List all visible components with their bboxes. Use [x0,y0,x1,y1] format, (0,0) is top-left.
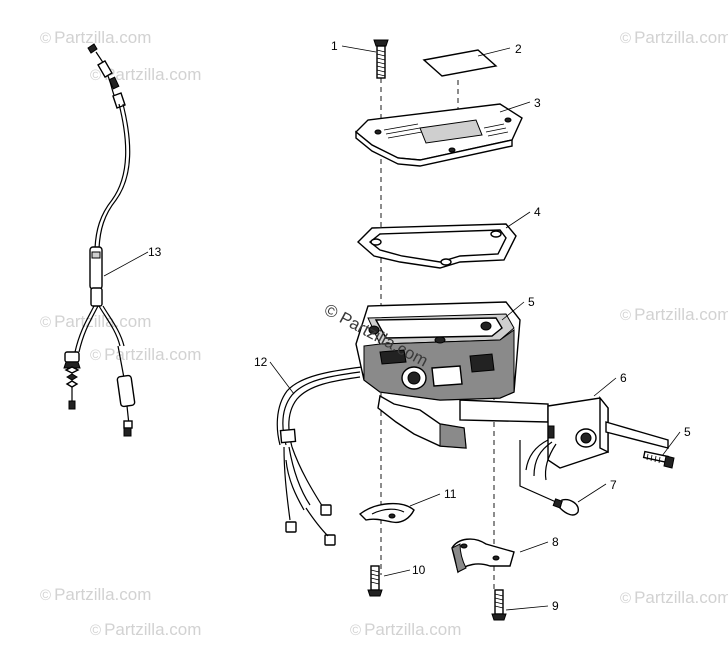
callout-2: 2 [515,42,522,56]
part-8-clamp[interactable] [451,538,515,574]
callout-4: 4 [534,205,541,219]
part-2-decal[interactable] [422,49,498,77]
watermark-top-left: ©Partzilla.com [40,28,151,48]
watermark-bottom-left: ©Partzilla.com [40,585,151,605]
part-1-screw[interactable] [373,39,389,79]
watermark-text: Partzilla.com [104,620,202,639]
callout-8: 8 [552,535,559,549]
watermark-mid-right: ©Partzilla.com [620,305,728,325]
watermark-bottom-right: ©Partzilla.com [620,588,728,608]
callout-6: 6 [620,371,627,385]
part-11-clip[interactable] [358,503,415,524]
watermark-text: Partzilla.com [634,28,728,47]
watermark-top-right: ©Partzilla.com [620,28,728,48]
callout-12: 12 [254,355,268,369]
copyright-symbol: © [90,347,102,364]
watermark-upper-left: ©Partzilla.com [90,65,201,85]
callout-1: 1 [331,39,338,53]
copyright-symbol: © [90,67,102,84]
callout-7: 7 [610,478,617,492]
watermark-mid-left: ©Partzilla.com [40,312,151,332]
watermark-text: Partzilla.com [364,620,462,639]
watermark-text: Partzilla.com [104,65,202,84]
copyright-symbol: © [620,30,632,47]
callout-labels: 1 2 3 4 5 5 6 7 8 9 10 11 12 13 [148,39,691,613]
copyright-symbol: © [620,307,632,324]
watermark-text: Partzilla.com [104,345,202,364]
part-13-throttle-cable[interactable] [63,43,136,437]
callout-5-top: 5 [528,295,535,309]
copyright-symbol: © [350,622,362,639]
watermark-mid-left-2: ©Partzilla.com [90,345,201,365]
watermark-text: Partzilla.com [634,305,728,324]
callout-13: 13 [148,245,162,259]
leader-lines [103,45,681,611]
part-10-screw[interactable] [367,565,383,597]
copyright-symbol: © [40,587,52,604]
part-3-cover[interactable] [354,103,523,167]
watermark-text: Partzilla.com [54,28,152,47]
copyright-symbol: © [620,590,632,607]
part-5-screw[interactable] [642,450,675,469]
copyright-symbol: © [40,30,52,47]
watermark-text: Partzilla.com [54,585,152,604]
callout-11: 11 [444,487,457,501]
part-5-throttle-housing[interactable] [355,301,521,449]
part-12-wiring-harness[interactable] [276,366,363,546]
part-6-switch-housing[interactable] [459,396,669,503]
watermark-bottom-left-2: ©Partzilla.com [90,620,201,640]
callout-5-right: 5 [684,425,691,439]
part-4-gasket[interactable] [356,223,517,269]
copyright-symbol: © [40,314,52,331]
watermark-text: Partzilla.com [54,312,152,331]
callout-3: 3 [534,96,541,110]
part-7-bulb[interactable] [552,498,579,516]
watermark-text: Partzilla.com [634,588,728,607]
copyright-symbol: © [90,622,102,639]
part-9-screw[interactable] [491,589,507,621]
watermark-bottom-center: ©Partzilla.com [350,620,461,640]
callout-10: 10 [412,563,426,577]
callout-9: 9 [552,599,559,613]
